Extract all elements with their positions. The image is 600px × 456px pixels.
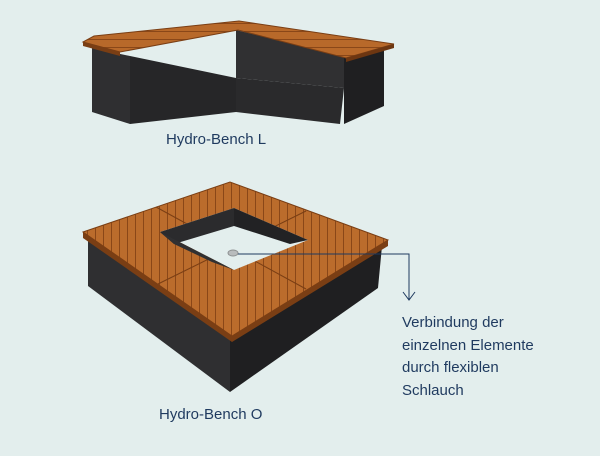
caption-hydro-bench-l: Hydro-Bench L bbox=[166, 131, 267, 148]
bench-l-front-face bbox=[92, 48, 130, 124]
connection-annotation: Verbindung der einzelnen Elemente durch … bbox=[402, 312, 534, 402]
bench-l-inner-back bbox=[236, 30, 344, 88]
annotation-leader bbox=[238, 253, 416, 301]
bench-o-left-face bbox=[88, 238, 230, 392]
annotation-line: Verbindung der bbox=[402, 314, 504, 331]
bench-l-seat-edge-right bbox=[346, 44, 394, 62]
caption-hydro-bench-o: Hydro-Bench O bbox=[159, 406, 263, 423]
connector-hose bbox=[227, 249, 239, 257]
bench-o-inner-wall-back-right bbox=[234, 208, 308, 244]
bench-l-end-face bbox=[344, 48, 384, 124]
bench-o-inner-wall-back-left bbox=[160, 208, 234, 244]
bench-o-inner-wall-left bbox=[160, 232, 234, 270]
annotation-line: durch flexiblen bbox=[402, 359, 499, 376]
annotation-line: einzelnen Elemente bbox=[402, 336, 534, 354]
hydro-bench-o bbox=[81, 181, 390, 392]
annotation-line: Schlauch bbox=[402, 381, 464, 399]
bench-o-right-face bbox=[230, 246, 382, 392]
bench-l-seat-edge bbox=[83, 42, 120, 56]
bench-l-side-face bbox=[130, 56, 236, 124]
bench-l-inner-face bbox=[236, 78, 344, 124]
hydro-bench-l bbox=[81, 20, 395, 124]
